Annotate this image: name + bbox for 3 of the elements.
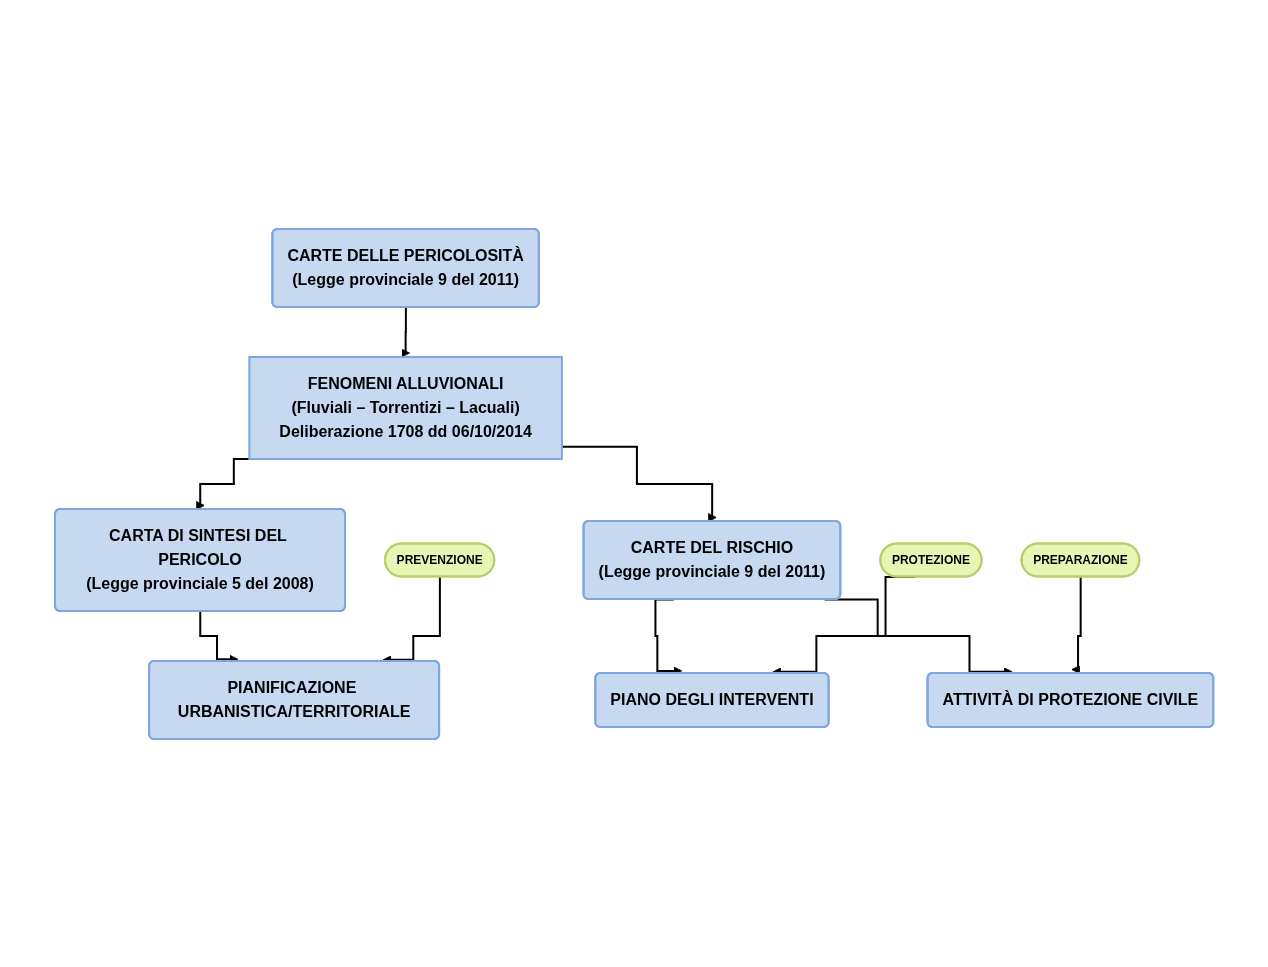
arrow [401, 306, 410, 357]
arrow [1071, 575, 1082, 674]
node-box: FENOMENI ALLUVIONALI (Fluviali – Torrentizi – Lacuali) Deliberazione 1708 dd 06/10/2014 [248, 355, 563, 460]
